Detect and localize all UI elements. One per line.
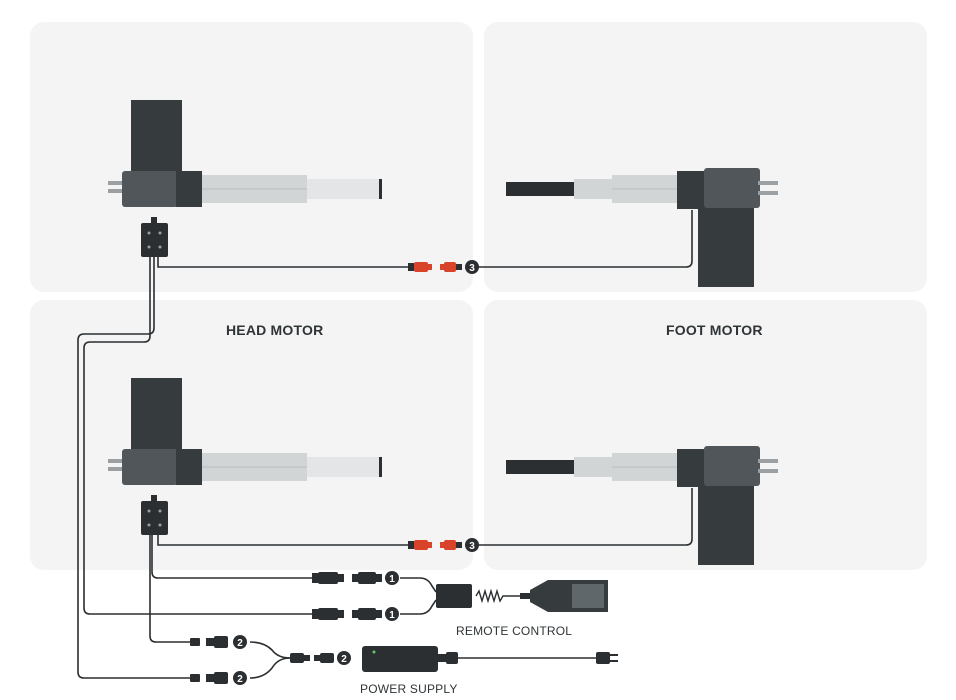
connector-plug-3-top-icon xyxy=(408,262,462,272)
panel-bottom-left xyxy=(30,300,473,570)
callout-3-top-text: 3 xyxy=(469,263,475,274)
panel-bottom-right xyxy=(484,300,927,570)
callout-1-b-text: 1 xyxy=(389,610,395,621)
connector-plug-1b-icon xyxy=(312,608,382,620)
connector-plug-3-bottom-icon xyxy=(408,540,462,550)
callout-2-b-text: 2 xyxy=(237,674,243,685)
head-motor-bottom-icon xyxy=(108,378,382,485)
callout-2-a-text: 2 xyxy=(237,638,243,649)
connector-plug-2c-icon xyxy=(290,653,334,663)
control-box-bottom-icon xyxy=(141,495,168,535)
callout-2-c-text: 2 xyxy=(341,654,347,665)
connector-plug-2b-icon xyxy=(190,672,228,684)
panel-top-right xyxy=(484,22,927,292)
foot-motor-bottom-icon xyxy=(506,446,778,565)
panel-top-left xyxy=(30,22,473,292)
power-supply-label: POWER SUPPLY xyxy=(360,682,458,696)
callout-1-a-text: 1 xyxy=(389,574,395,585)
callout-3-top: 3 xyxy=(465,260,479,274)
connector-plug-1a-icon xyxy=(312,572,382,584)
callout-1-b: 1 xyxy=(385,607,399,621)
wires xyxy=(77,210,693,679)
remote-junction-box-icon xyxy=(436,584,472,608)
foot-motor-top-icon xyxy=(506,168,778,287)
remote-control-label: REMOTE CONTROL xyxy=(456,624,573,638)
control-box-top-icon xyxy=(141,217,168,257)
callout-3-bottom: 3 xyxy=(465,538,479,552)
callout-1-a: 1 xyxy=(385,571,399,585)
foot-motor-label: FOOT MOTOR xyxy=(666,322,763,338)
callout-2-b: 2 xyxy=(233,671,247,685)
head-motor-label: HEAD MOTOR xyxy=(226,322,324,338)
head-motor-top-icon xyxy=(108,100,382,207)
remote-control-icon xyxy=(520,580,608,612)
coil-cord-icon xyxy=(475,588,530,604)
callout-2-c: 2 xyxy=(337,651,351,665)
callout-3-bottom-text: 3 xyxy=(469,541,475,552)
power-supply-adapter-icon xyxy=(362,646,458,672)
callout-2-a: 2 xyxy=(233,635,247,649)
wall-plug-icon xyxy=(596,652,618,664)
connector-plug-2a-icon xyxy=(190,636,228,648)
